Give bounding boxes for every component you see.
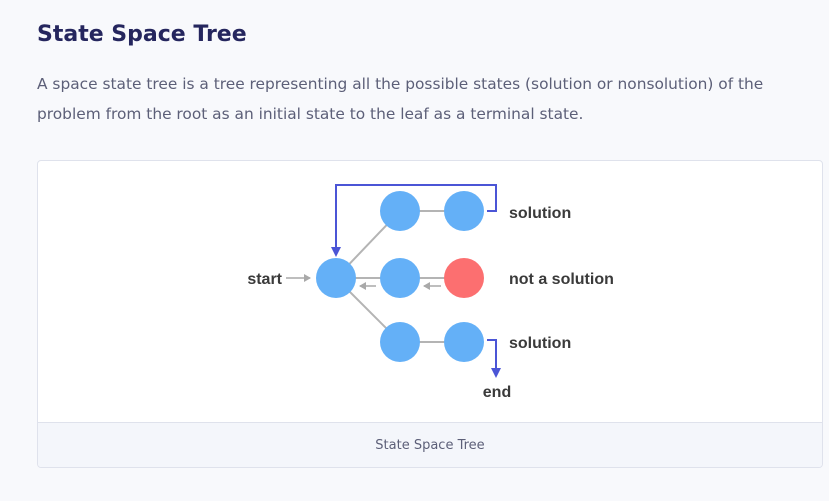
end-path-arrow (487, 339, 501, 378)
section-heading: State Space Tree (37, 22, 247, 47)
state-space-tree-diagram: start solution not a solution solution e… (247, 184, 614, 401)
bottom-node-2 (444, 322, 484, 362)
middle-node-1 (380, 258, 420, 298)
top-node-1 (380, 191, 420, 231)
not-solution-label: not a solution (509, 271, 614, 288)
top-node-2 (444, 191, 484, 231)
bottom-solution-label: solution (509, 335, 571, 352)
top-solution-label: solution (509, 205, 571, 222)
root-node (316, 258, 356, 298)
bottom-node-1 (380, 322, 420, 362)
figure-caption: State Space Tree (38, 422, 822, 467)
middle-dead-end-node (444, 258, 484, 298)
start-label: start (247, 271, 282, 288)
figure-container: start solution not a solution solution e… (37, 160, 823, 468)
section-description: A space state tree is a tree representin… (37, 75, 764, 123)
return-path-arrow (331, 184, 497, 257)
end-label: end (483, 384, 511, 401)
